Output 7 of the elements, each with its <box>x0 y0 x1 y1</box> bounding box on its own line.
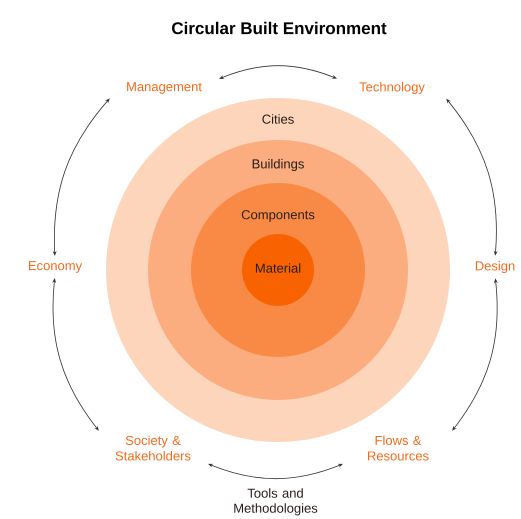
topic-label: Management <box>127 82 202 94</box>
title: Circular Built Environment <box>172 22 386 34</box>
topic-label: Design <box>476 260 514 274</box>
edge-label: Tools and Methodologies <box>234 488 318 516</box>
topic-label: Technology <box>359 82 425 94</box>
ring: Material <box>242 234 314 306</box>
topic-label: Economy <box>28 261 82 273</box>
